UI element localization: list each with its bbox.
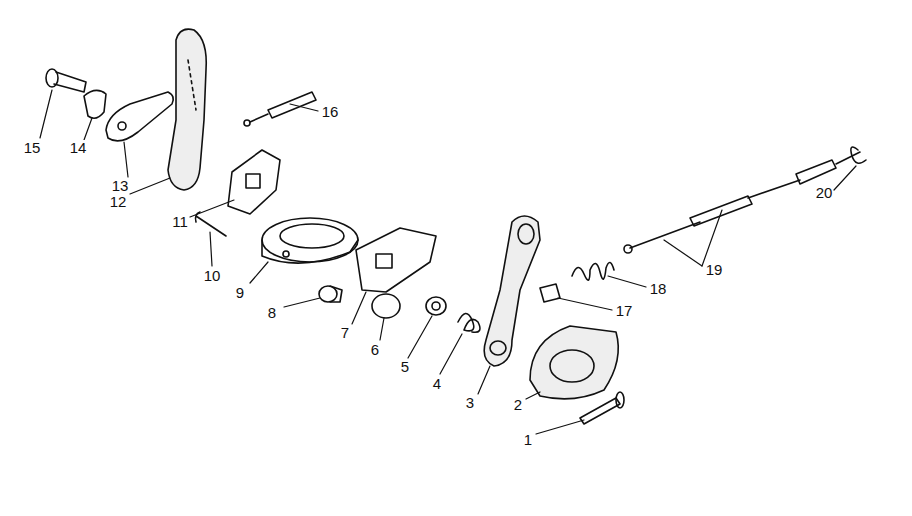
callout-number: 6: [370, 342, 380, 358]
callout-number: 16: [321, 104, 340, 120]
spring-part: [572, 262, 614, 280]
disc-part: [372, 294, 400, 318]
cover-part: [530, 326, 618, 399]
callout-number: 20: [815, 185, 834, 201]
leader-lines: [40, 90, 856, 434]
callout-number: 8: [267, 305, 277, 321]
callout-number: 7: [340, 325, 350, 341]
callout-number: 14: [69, 140, 88, 156]
callout-number: 1: [523, 432, 533, 448]
callout-number: 9: [235, 285, 245, 301]
callout-number: 19: [705, 262, 724, 278]
bushing-part: [319, 286, 342, 302]
callout-number: 18: [649, 281, 668, 297]
lever-part: [168, 29, 206, 190]
callout-number: 4: [432, 376, 442, 392]
cable-part: [244, 92, 316, 126]
arm-part: [106, 92, 173, 141]
callout-number: 2: [513, 397, 523, 413]
callout-number: 3: [465, 395, 475, 411]
callout-number: 10: [203, 268, 222, 284]
callout-number: 11: [171, 214, 189, 230]
lever-part: [484, 216, 540, 366]
clip-part: [851, 147, 866, 163]
plate-part: [356, 228, 436, 292]
plate-part: [228, 150, 280, 214]
bolt-part: [46, 69, 86, 92]
callout-number: 5: [400, 359, 410, 375]
bolt-part: [580, 392, 624, 424]
spacer-part: [84, 90, 106, 118]
callout-number: 15: [23, 140, 42, 156]
clamp-part: [262, 218, 358, 263]
callout-number: 12: [109, 194, 128, 210]
spring-part: [458, 313, 480, 332]
cable-part: [624, 152, 860, 253]
washer-part: [426, 297, 446, 315]
callout-number: 13: [111, 178, 130, 194]
callout-number: 17: [615, 303, 634, 319]
pin-part: [196, 212, 227, 236]
nut-part: [540, 284, 560, 302]
